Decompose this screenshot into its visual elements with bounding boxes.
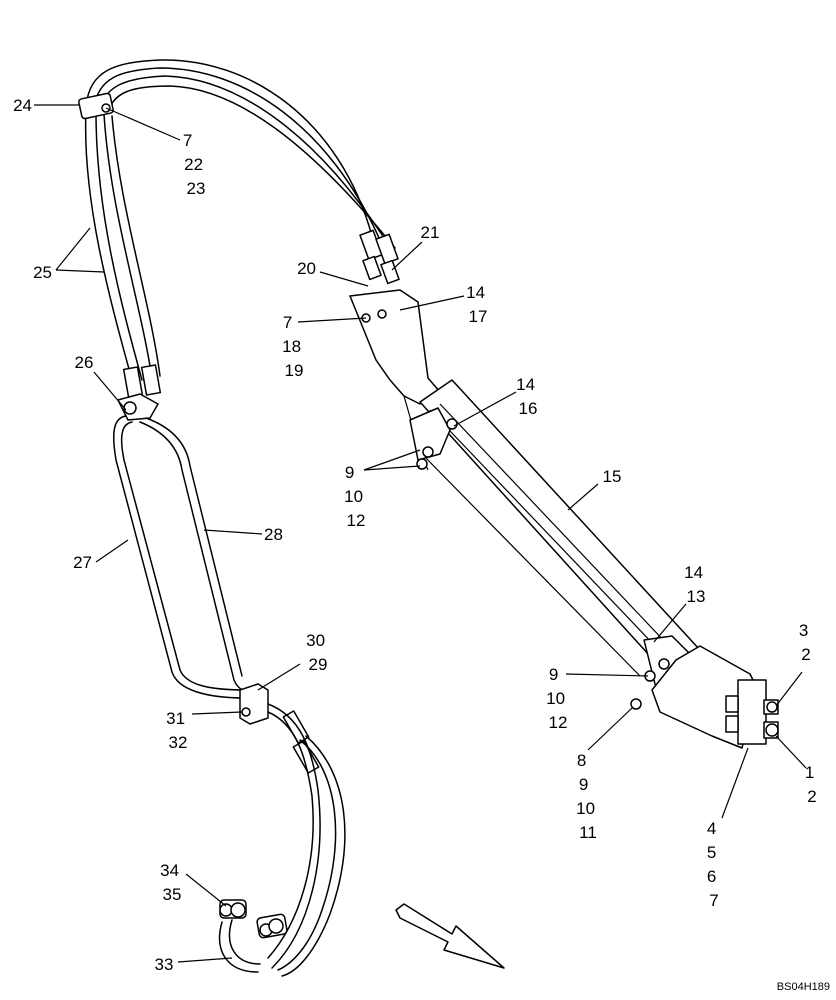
upper-fittings bbox=[359, 229, 400, 285]
callout-9-10-12-upper: 9 10 12 bbox=[344, 463, 368, 530]
upper-hose-pair bbox=[84, 59, 396, 381]
lower-clamp bbox=[239, 683, 269, 725]
svg-text:27: 27 bbox=[73, 553, 92, 572]
svg-text:28: 28 bbox=[264, 525, 283, 544]
callout-8-9-10-11: 8 9 10 11 bbox=[576, 751, 600, 842]
callout-14-17: 14 17 bbox=[466, 283, 490, 326]
callout-30-29: 30 29 bbox=[306, 631, 330, 674]
callout-21-label: 21 bbox=[421, 223, 440, 242]
callout-1-2: 1 2 bbox=[805, 763, 819, 806]
callout-33-label: 33 bbox=[155, 955, 174, 974]
leader-lines bbox=[34, 104, 807, 963]
callout-labels: 24 7 22 23 25 26 27 28 20 21 14 17 7 18 … bbox=[13, 96, 819, 974]
direction-arrow bbox=[395, 903, 505, 969]
svg-text:20: 20 bbox=[297, 259, 316, 278]
svg-text:26: 26 bbox=[75, 353, 94, 372]
mast-upper-bracket bbox=[349, 289, 441, 405]
svg-text:15: 15 bbox=[603, 467, 622, 486]
drawing bbox=[78, 59, 779, 977]
svg-text:24: 24 bbox=[13, 96, 32, 115]
fittings-26 bbox=[117, 364, 162, 421]
callout-34-35: 34 35 bbox=[160, 861, 184, 904]
svg-text:25: 25 bbox=[33, 263, 52, 282]
steel-tubes bbox=[112, 415, 251, 699]
callout-7-18-19: 7 18 19 bbox=[282, 313, 306, 380]
callout-24-label: 24 bbox=[13, 96, 32, 115]
callout-26-label: 26 bbox=[75, 353, 94, 372]
lower-bracket-valve-block bbox=[630, 635, 779, 749]
callout-14-16: 14 16 bbox=[516, 375, 540, 418]
callout-3-2: 3 2 bbox=[799, 621, 813, 664]
svg-text:21: 21 bbox=[421, 223, 440, 242]
drawing-code: BS04H189 bbox=[777, 981, 830, 993]
callout-20-label: 20 bbox=[297, 259, 316, 278]
lower-hoses bbox=[218, 703, 346, 977]
callout-27-label: 27 bbox=[73, 553, 92, 572]
callout-31-32: 31 32 bbox=[166, 709, 190, 752]
hose-clamp-24 bbox=[78, 92, 114, 120]
callout-25-label: 25 bbox=[33, 263, 52, 282]
callout-28-label: 28 bbox=[264, 525, 283, 544]
svg-text:BS04H189: BS04H189 bbox=[777, 981, 830, 993]
callout-9-10-12-lower: 9 10 12 bbox=[546, 665, 570, 732]
callout-14-13: 14 13 bbox=[684, 563, 708, 606]
callout-4-5-6-7: 4 5 6 7 bbox=[707, 819, 721, 910]
svg-text:33: 33 bbox=[155, 955, 174, 974]
mast-middle-bracket bbox=[409, 407, 458, 470]
callout-7-22-23: 7 22 23 bbox=[183, 131, 208, 198]
callout-15-label: 15 bbox=[603, 467, 622, 486]
